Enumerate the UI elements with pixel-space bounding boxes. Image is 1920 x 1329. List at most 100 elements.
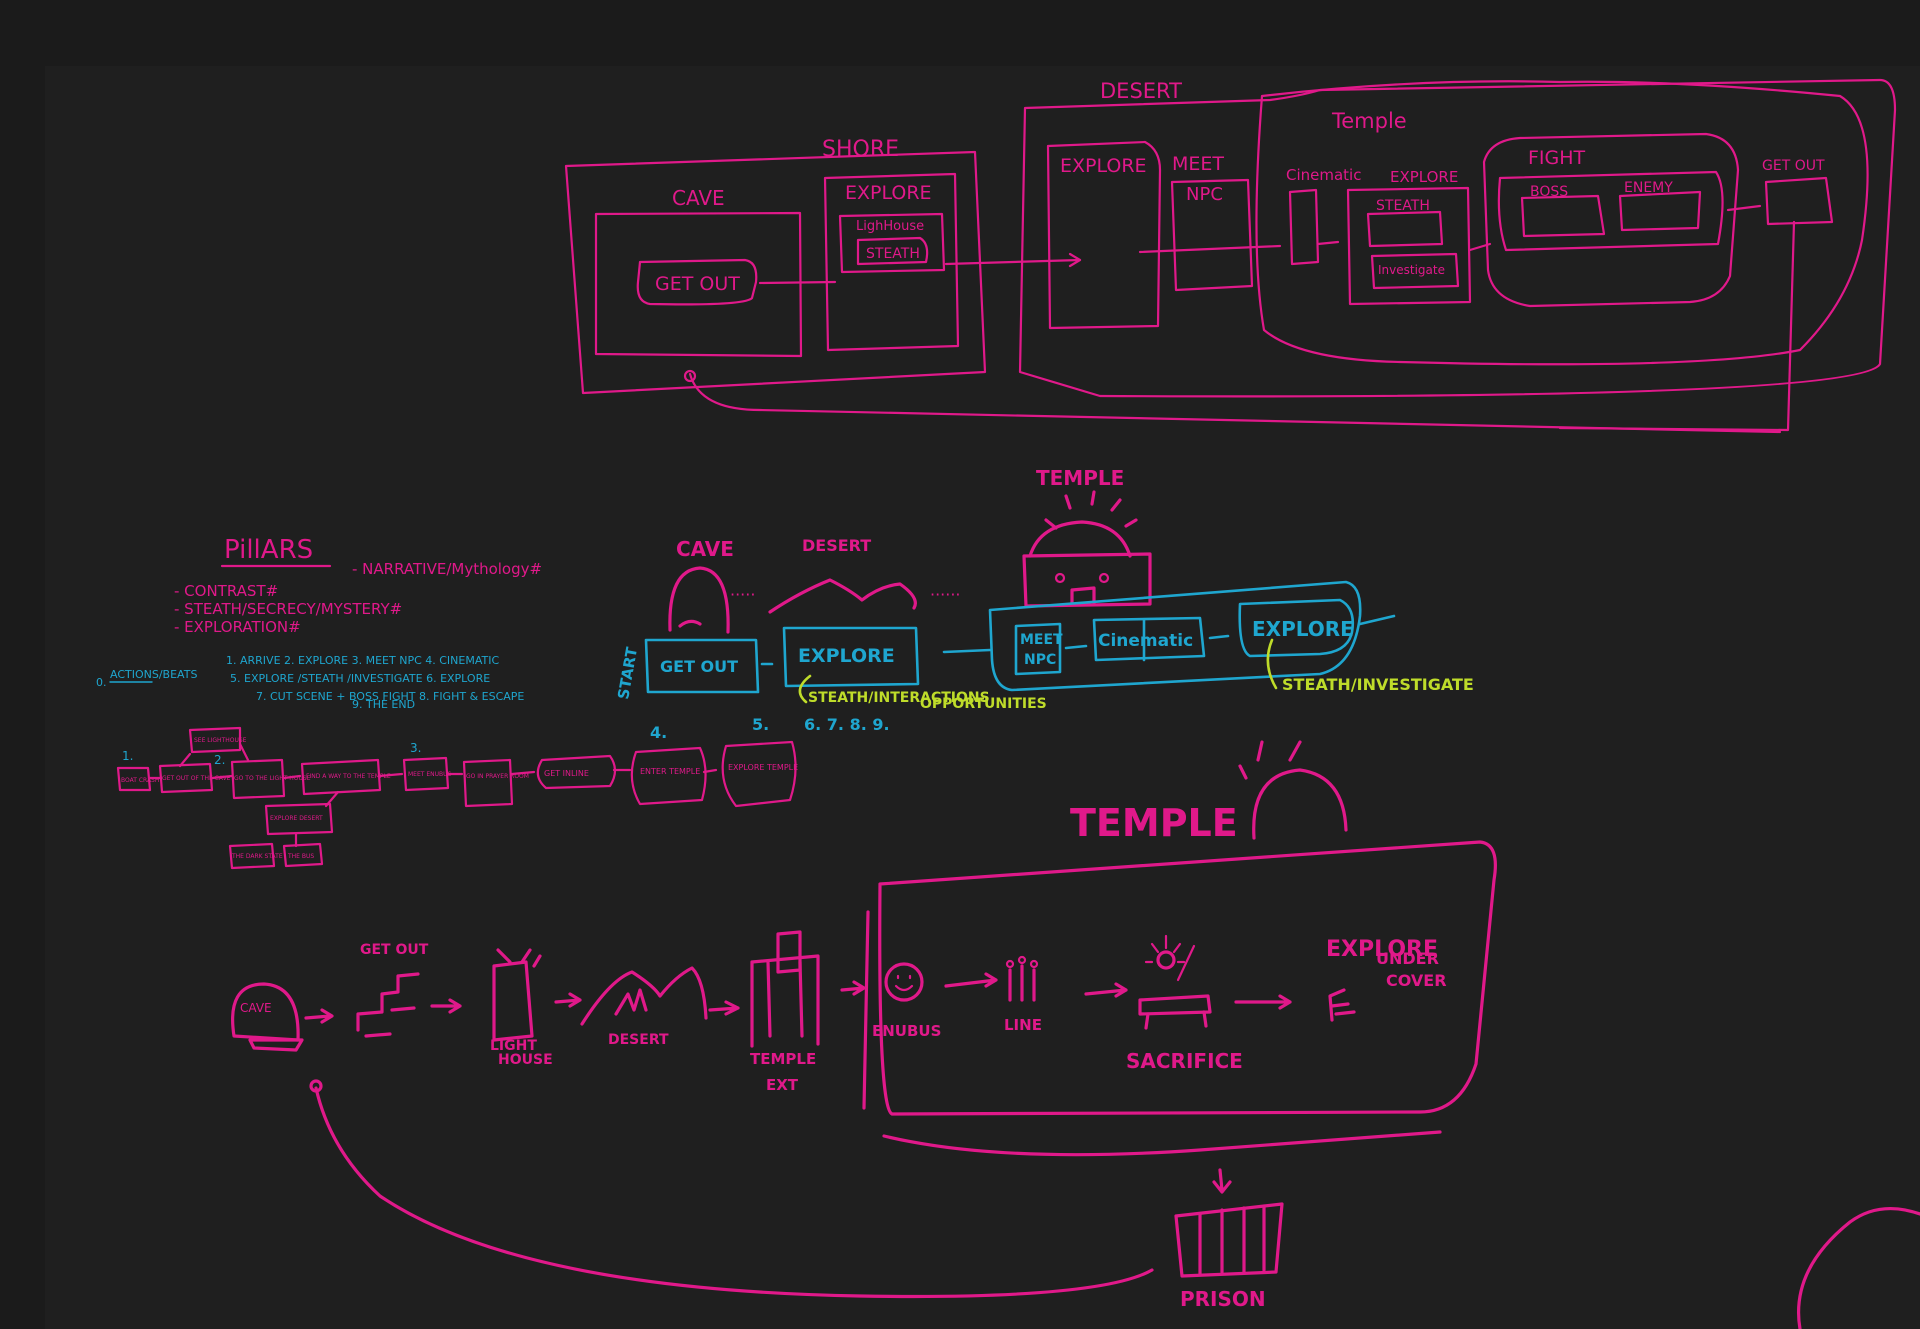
beat-label-1: BOAT CRASH [121,777,159,784]
mid-desert-label: DESERT [802,536,871,555]
beat-label-4: FIND A WAY TO THE TEMPLE [306,773,391,780]
cave-to-getout-arrow [304,1008,334,1024]
beat-arrow-2 [210,774,234,780]
line-figure-head-2 [1017,955,1027,965]
actions-bullet: 0. [96,676,107,689]
beat-arrow-8 [702,768,718,774]
explore-desert-label: EXPLORE [1060,155,1147,177]
temple-rays [1044,490,1138,530]
cave-box [594,211,803,358]
line-figures-icon [1008,964,1036,1002]
temple-window-1 [1054,572,1066,584]
bottom-temple-ext-label-2: EXT [766,1076,799,1094]
actions-label: ACTIONS/BEATS [110,668,197,681]
explore-temple-mid-box [1238,598,1355,658]
cinematic-mid-label: Cinematic [1098,631,1193,651]
mid-explore-label: EXPLORE [798,645,895,667]
temple-building [1022,552,1152,608]
fight-to-getout-line [1726,204,1762,212]
cinematic-label: Cinematic [1286,166,1361,184]
bottom-temple-label: TEMPLE [1070,801,1238,845]
beat-label-9: EXPLORE TEMPLE [728,763,798,772]
temple-ext-to-enubus-arrow [840,980,866,996]
loop-back-line [688,372,1782,434]
boss-label: BOSS [1530,184,1568,200]
explore-desert-small-label: EXPLORE DESERT [270,815,323,822]
explore-shore-box [823,172,960,352]
see-lighthouse-arrows [178,742,250,768]
explore-temple-mid-label: EXPLORE [1252,617,1354,641]
lighthouse-to-desert-arrow [554,992,582,1008]
pillar-item-3: - EXPLORATION# [174,618,301,636]
bottom-lighthouse-label-1: LIGHT [490,1038,537,1054]
pillars-section: PillARS - CONTRAST# - STEATH/SECRECY/MYS… [174,535,542,636]
bottom-desert-label: DESERT [608,1032,669,1048]
stealth-shore-label: STEATH [866,246,920,262]
bottom-temple-ext-label-1: TEMPLE [750,1050,816,1068]
getout-to-lighthouse-arrow [430,998,462,1014]
bottom-cave-label: CAVE [240,1001,272,1015]
desert-dots: ······ [930,585,961,604]
loop-start-dot [683,369,697,383]
beat-box-4 [300,758,382,796]
explore-pointer [798,674,812,704]
cinematic-box [1288,188,1320,266]
getout-end-label: GET OUT [1762,158,1825,174]
enemy-box [1618,190,1702,232]
enubus-to-line-arrow [944,972,998,988]
explore-temple-box [1346,186,1472,306]
prison-bars [1198,1204,1266,1276]
cinematic-to-explore-line [1316,240,1340,246]
getout-end-box [1764,176,1834,226]
line-to-sacrifice-arrow [1084,982,1128,998]
temple-dome [1028,520,1132,558]
stealth-interactions-2: OPPORTUNITIES [920,696,1047,712]
npc-to-cinematic-line [1064,644,1088,650]
sacrifice-altar-legs [1144,1010,1208,1030]
meet-npc-label-1: MEET [1020,632,1063,648]
see-lighthouse-label: SEE LIGHTHOUSE [194,737,247,744]
bottom-cave-arch [231,982,300,1042]
num-5: 5. [752,715,769,734]
line-figure-head-3 [1029,959,1039,969]
small-num-1: 1. [122,749,133,763]
temple-interior-left-wall [862,910,870,1110]
temple-frame [1255,80,1869,366]
beat-box-9 [721,740,797,808]
getout-steps-icon [356,972,420,1038]
investigate-box [1370,252,1460,290]
see-lighthouse-box [188,726,242,754]
desert-to-temple-ext-arrow [708,1000,740,1016]
num-4: 4. [650,723,667,742]
temple-label: Temple [1331,109,1407,133]
beat-arrow-4 [378,772,404,778]
bottom-under-label-1: UNDER [1376,949,1439,968]
mid-cave-label: CAVE [676,537,734,561]
pillar-item-1: - CONTRAST# [174,582,278,600]
mid-get-out-label: GET OUT [660,657,738,676]
sacrifice-altar-icon [1138,994,1212,1016]
bottom-explore-label: EXPLORE [1326,937,1438,962]
branch-box-b [282,842,324,868]
cave-to-explore-line [758,280,837,285]
bottom-enubus-label: ENUBUS [872,1022,941,1040]
mid-temple-label: TEMPLE [1036,466,1124,490]
sacrifice-sun-rays [1144,934,1196,982]
explore-temple-label: EXPLORE [1390,168,1458,186]
explore-to-desert-line [944,258,1082,266]
bottom-get-out-label: GET OUT [360,942,429,958]
meet-npc-box [1014,622,1062,676]
cinematic-to-explore-line [1208,634,1230,640]
top-flow-diagram: SHORE CAVE GET OUT EXPLORE LighHouse STE… [564,78,1897,434]
action-line-3: 7. CUT SCENE + BOSS FIGHT 8. FIGHT & ESC… [256,690,524,703]
bottom-line-label: LINE [1004,1016,1042,1034]
mid-explore-box [782,626,920,688]
beat-box-3 [230,758,286,800]
beat-box-7 [536,754,617,790]
pillar-item-2: - STEATH/SECRECY/MYSTERY# [174,600,402,618]
beat-label-6: GO IN PRAYER ROOM [466,773,529,780]
middle-flow-diagram: TEMPLE CAVE ····· DESERT ······ START GE… [614,466,1474,742]
beat-label-5: MEET ENUBUS [408,771,452,778]
beat-label-3: GO TO THE LIGHT HOUSE [234,775,311,782]
beat-box-5 [402,756,450,792]
